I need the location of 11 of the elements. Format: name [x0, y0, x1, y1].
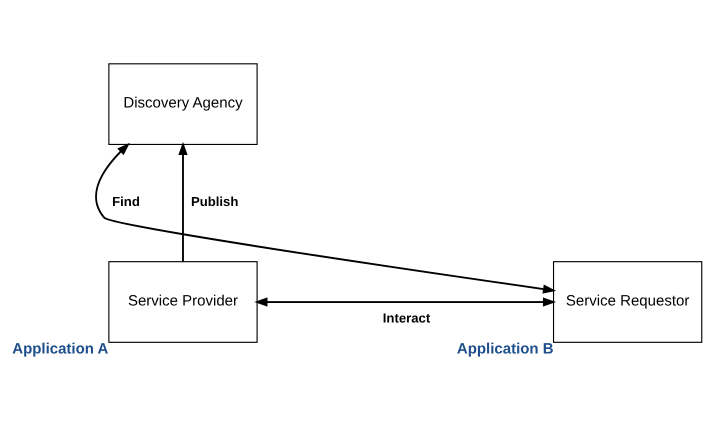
edge-label: Publish — [190, 194, 238, 210]
node-box: Service Requestor — [552, 261, 702, 343]
node-box: Service Provider — [108, 261, 258, 343]
node-label: Application A — [12, 340, 108, 358]
arrow — [95, 142, 556, 294]
edge-label: Interact — [382, 310, 430, 326]
edge-label: Find — [112, 194, 140, 210]
node-label: Application B — [456, 340, 554, 358]
node-box: Discovery Agency — [108, 63, 258, 145]
arrow — [178, 142, 188, 262]
arrow — [254, 297, 556, 307]
